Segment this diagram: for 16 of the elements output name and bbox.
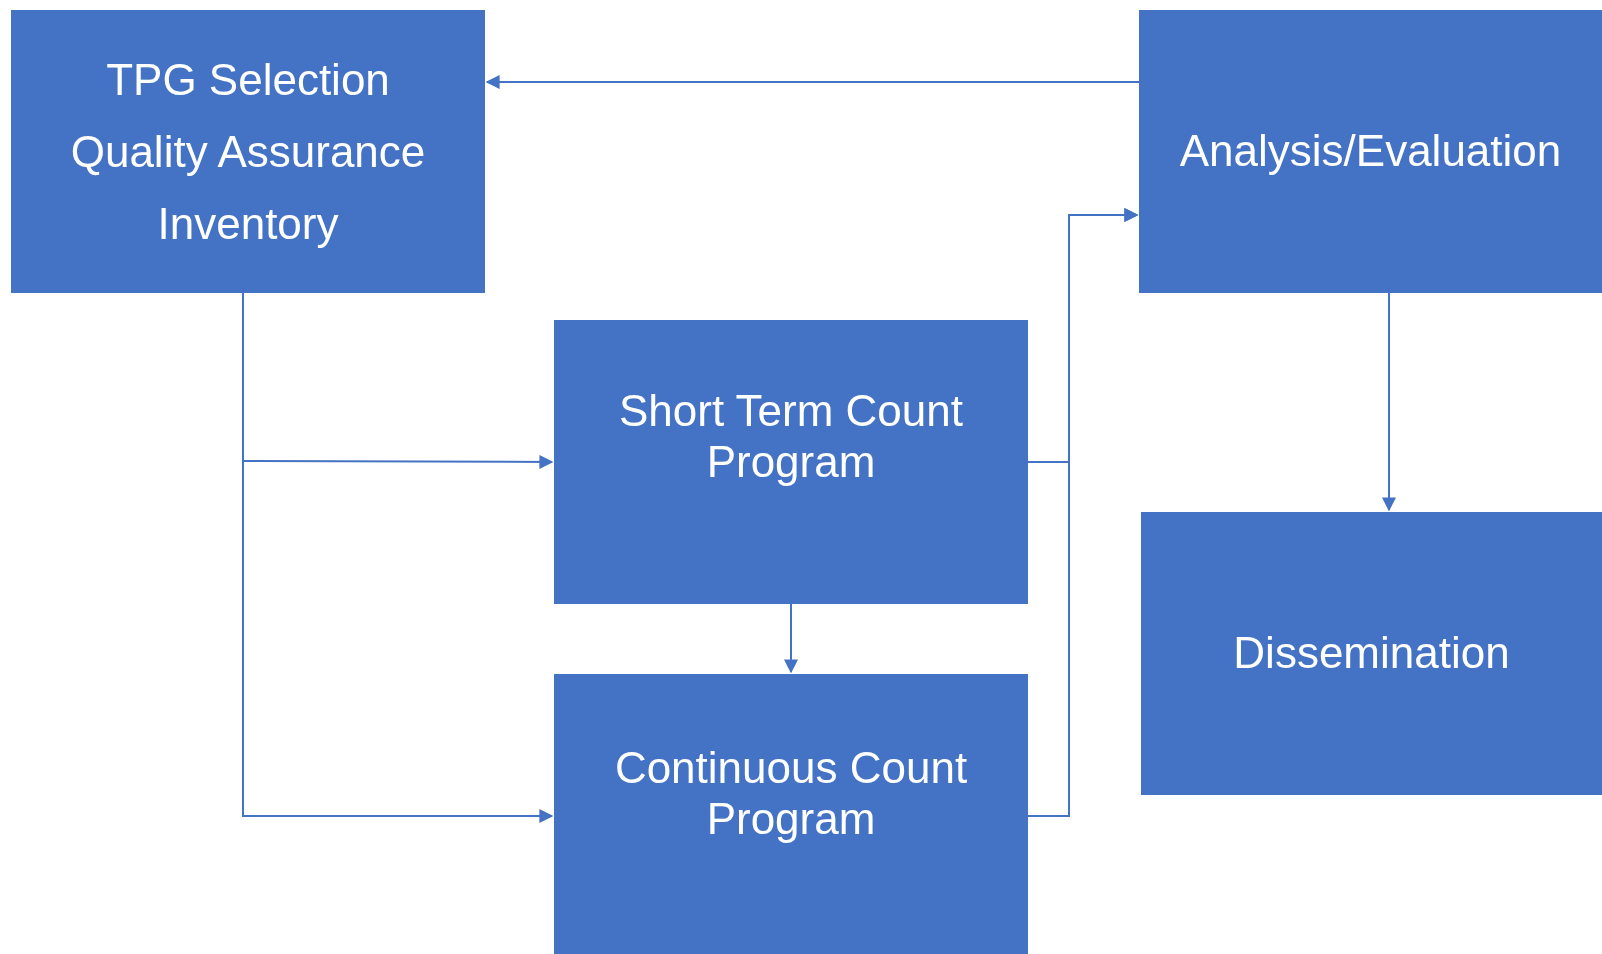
- box-label: Analysis/Evaluation: [1179, 126, 1562, 177]
- process-box: [11, 10, 485, 293]
- process-box: [554, 674, 1028, 954]
- box-label: Inventory: [157, 197, 339, 250]
- process-box: [1139, 10, 1602, 293]
- arrow: [1382, 292, 1396, 512]
- box-label: Short Term Count Program: [618, 386, 964, 488]
- box-label: Dissemination: [1233, 628, 1510, 679]
- box-label: Continuous Count Program: [613, 743, 969, 845]
- arrow: [1027, 208, 1139, 817]
- process-box: [554, 320, 1028, 604]
- process-box: [1141, 512, 1602, 795]
- arrow: [485, 75, 1140, 89]
- box-label: Quality Assurance: [70, 125, 426, 178]
- arrow: [784, 603, 798, 674]
- box-label: TPG Selection: [106, 53, 390, 106]
